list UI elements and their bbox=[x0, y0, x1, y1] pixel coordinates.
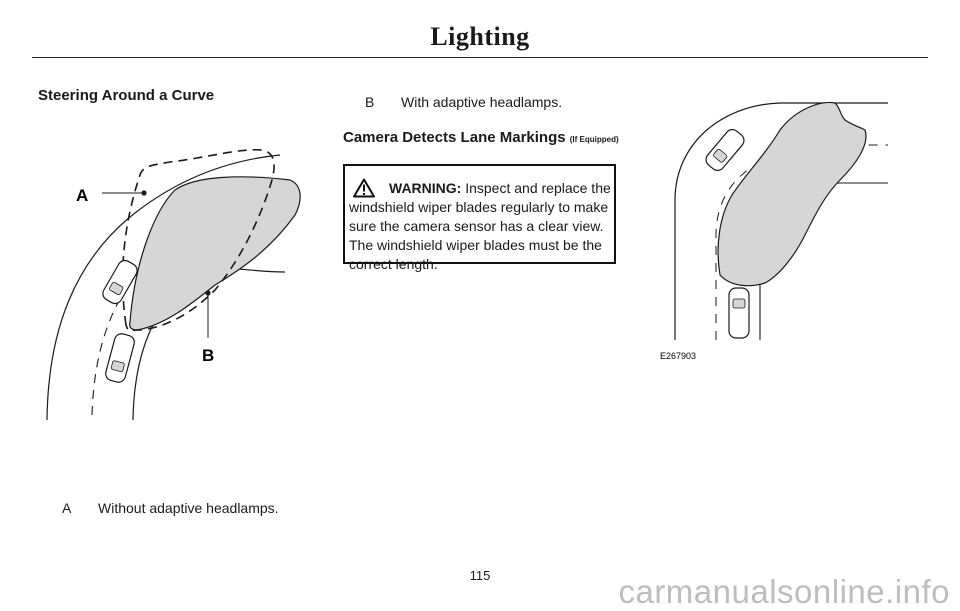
lane-marking-illustration: E267903 bbox=[660, 101, 888, 361]
warning-label: WARNING: bbox=[389, 179, 462, 196]
car-lower-icon bbox=[105, 333, 135, 383]
legend-b: B With adaptive headlamps. bbox=[365, 94, 562, 110]
warning-line-3: sure the camera sensor has a clear view. bbox=[349, 218, 604, 234]
header-rule bbox=[32, 57, 928, 58]
camera-heading-suffix: (If Equipped) bbox=[569, 135, 619, 144]
section-heading-steering: Steering Around a Curve bbox=[38, 87, 215, 104]
warning-line-1: Inspect and replace the bbox=[465, 179, 611, 196]
figure-code: E267903 bbox=[660, 351, 696, 361]
curve-headlamp-illustration: A B bbox=[46, 148, 301, 421]
camera-heading-text: Camera Detects Lane Markings bbox=[343, 129, 566, 146]
legend-a: A Without adaptive headlamps. bbox=[62, 500, 279, 516]
legend-a-key: A bbox=[62, 500, 72, 516]
car-upper-right-icon bbox=[705, 128, 745, 172]
watermark: carmanualsonline.info bbox=[618, 573, 950, 610]
warning-line-2: windshield wiper blades regularly to mak… bbox=[349, 199, 609, 215]
figure-label-a: A bbox=[76, 186, 88, 205]
car-lower-right-icon bbox=[728, 287, 750, 339]
warning-line-4: The windshield wiper blades must be the bbox=[349, 237, 602, 253]
warning-line-5: correct length. bbox=[349, 256, 438, 272]
legend-b-text: With adaptive headlamps. bbox=[401, 94, 563, 110]
figure-label-b: B bbox=[202, 346, 214, 365]
section-heading-camera: Camera Detects Lane Markings (If Equippe… bbox=[343, 129, 619, 146]
car-upper-icon bbox=[102, 259, 138, 305]
page-number: 115 bbox=[469, 568, 491, 583]
warning-triangle-icon bbox=[353, 178, 375, 198]
warning-box: WARNING: Inspect and replace the windshi… bbox=[343, 164, 616, 272]
legend-b-key: B bbox=[365, 94, 375, 110]
chapter-title: Lighting bbox=[430, 22, 530, 51]
legend-a-text: Without adaptive headlamps. bbox=[98, 500, 279, 516]
